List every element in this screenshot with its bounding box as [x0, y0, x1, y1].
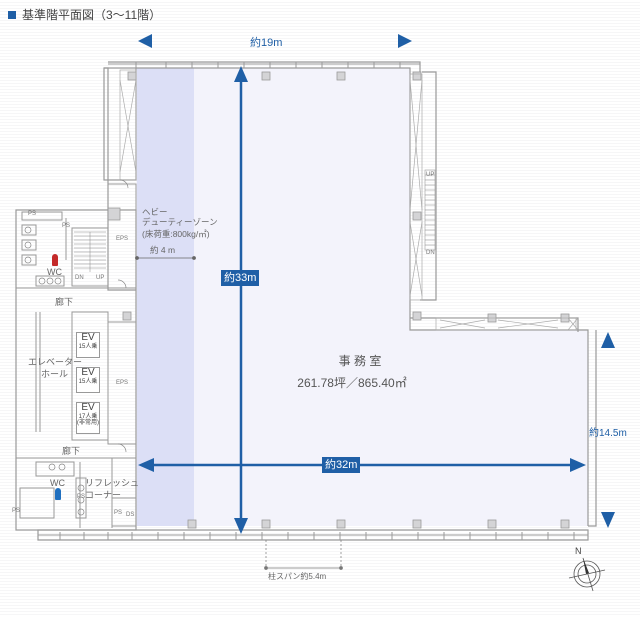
- refresh-label-2: コーナー: [85, 490, 122, 500]
- dim-bottom-width-badge: 約32m: [322, 457, 361, 473]
- ps-label-5: PS: [114, 510, 123, 516]
- stair-right-dn-label: DN: [426, 250, 435, 256]
- elevator-hall-label-2: ホール: [41, 369, 69, 379]
- dim-top-width: 約19m: [250, 37, 283, 49]
- ps-label-1: PS: [28, 211, 37, 217]
- ps-label-2: PS: [62, 223, 71, 229]
- dim-column-span: 柱スパン約5.4m: [268, 572, 327, 581]
- compass-north-label: N: [575, 546, 582, 556]
- ds-label: DS: [126, 512, 135, 518]
- female-wc-icon: [52, 254, 58, 266]
- office-area: 261.78坪／865.40㎡: [297, 376, 407, 390]
- ps-label-3: PS: [12, 508, 21, 514]
- dim-height-badge: 約33m: [221, 270, 260, 286]
- male-wc-icon: [55, 488, 61, 500]
- corridor-bottom-label: 廊下: [62, 446, 81, 456]
- wc-bottom-label: WC: [50, 478, 65, 488]
- page-title: 基準階平面図（3〜11階）: [8, 6, 161, 23]
- heavy-zone-width: 約 4 m: [150, 245, 176, 255]
- ps-label-4: PS: [77, 494, 86, 500]
- title-text: 基準階平面図（3〜11階）: [22, 8, 162, 22]
- office-name: 事 務 室: [338, 354, 382, 368]
- heavy-zone-label: ヘビー デューティーゾーン (床荷重:800kg/㎡): [142, 207, 218, 239]
- stair-right-up-label: UP: [426, 172, 435, 178]
- corridor-top-label: 廊下: [55, 297, 74, 307]
- wc-top-label: WC: [47, 267, 62, 277]
- stair-up-label: UP: [96, 275, 105, 281]
- eps-label-mid: EPS: [116, 380, 129, 386]
- elevator-hall-label-1: エレベーター: [28, 357, 83, 367]
- title-square-icon: [8, 10, 16, 19]
- stair-dn-label: DN: [75, 275, 84, 281]
- refresh-label-1: リフレッシュ: [85, 478, 140, 488]
- dim-right-height: 約14.5m: [589, 428, 627, 439]
- eps-label-top: EPS: [116, 236, 129, 242]
